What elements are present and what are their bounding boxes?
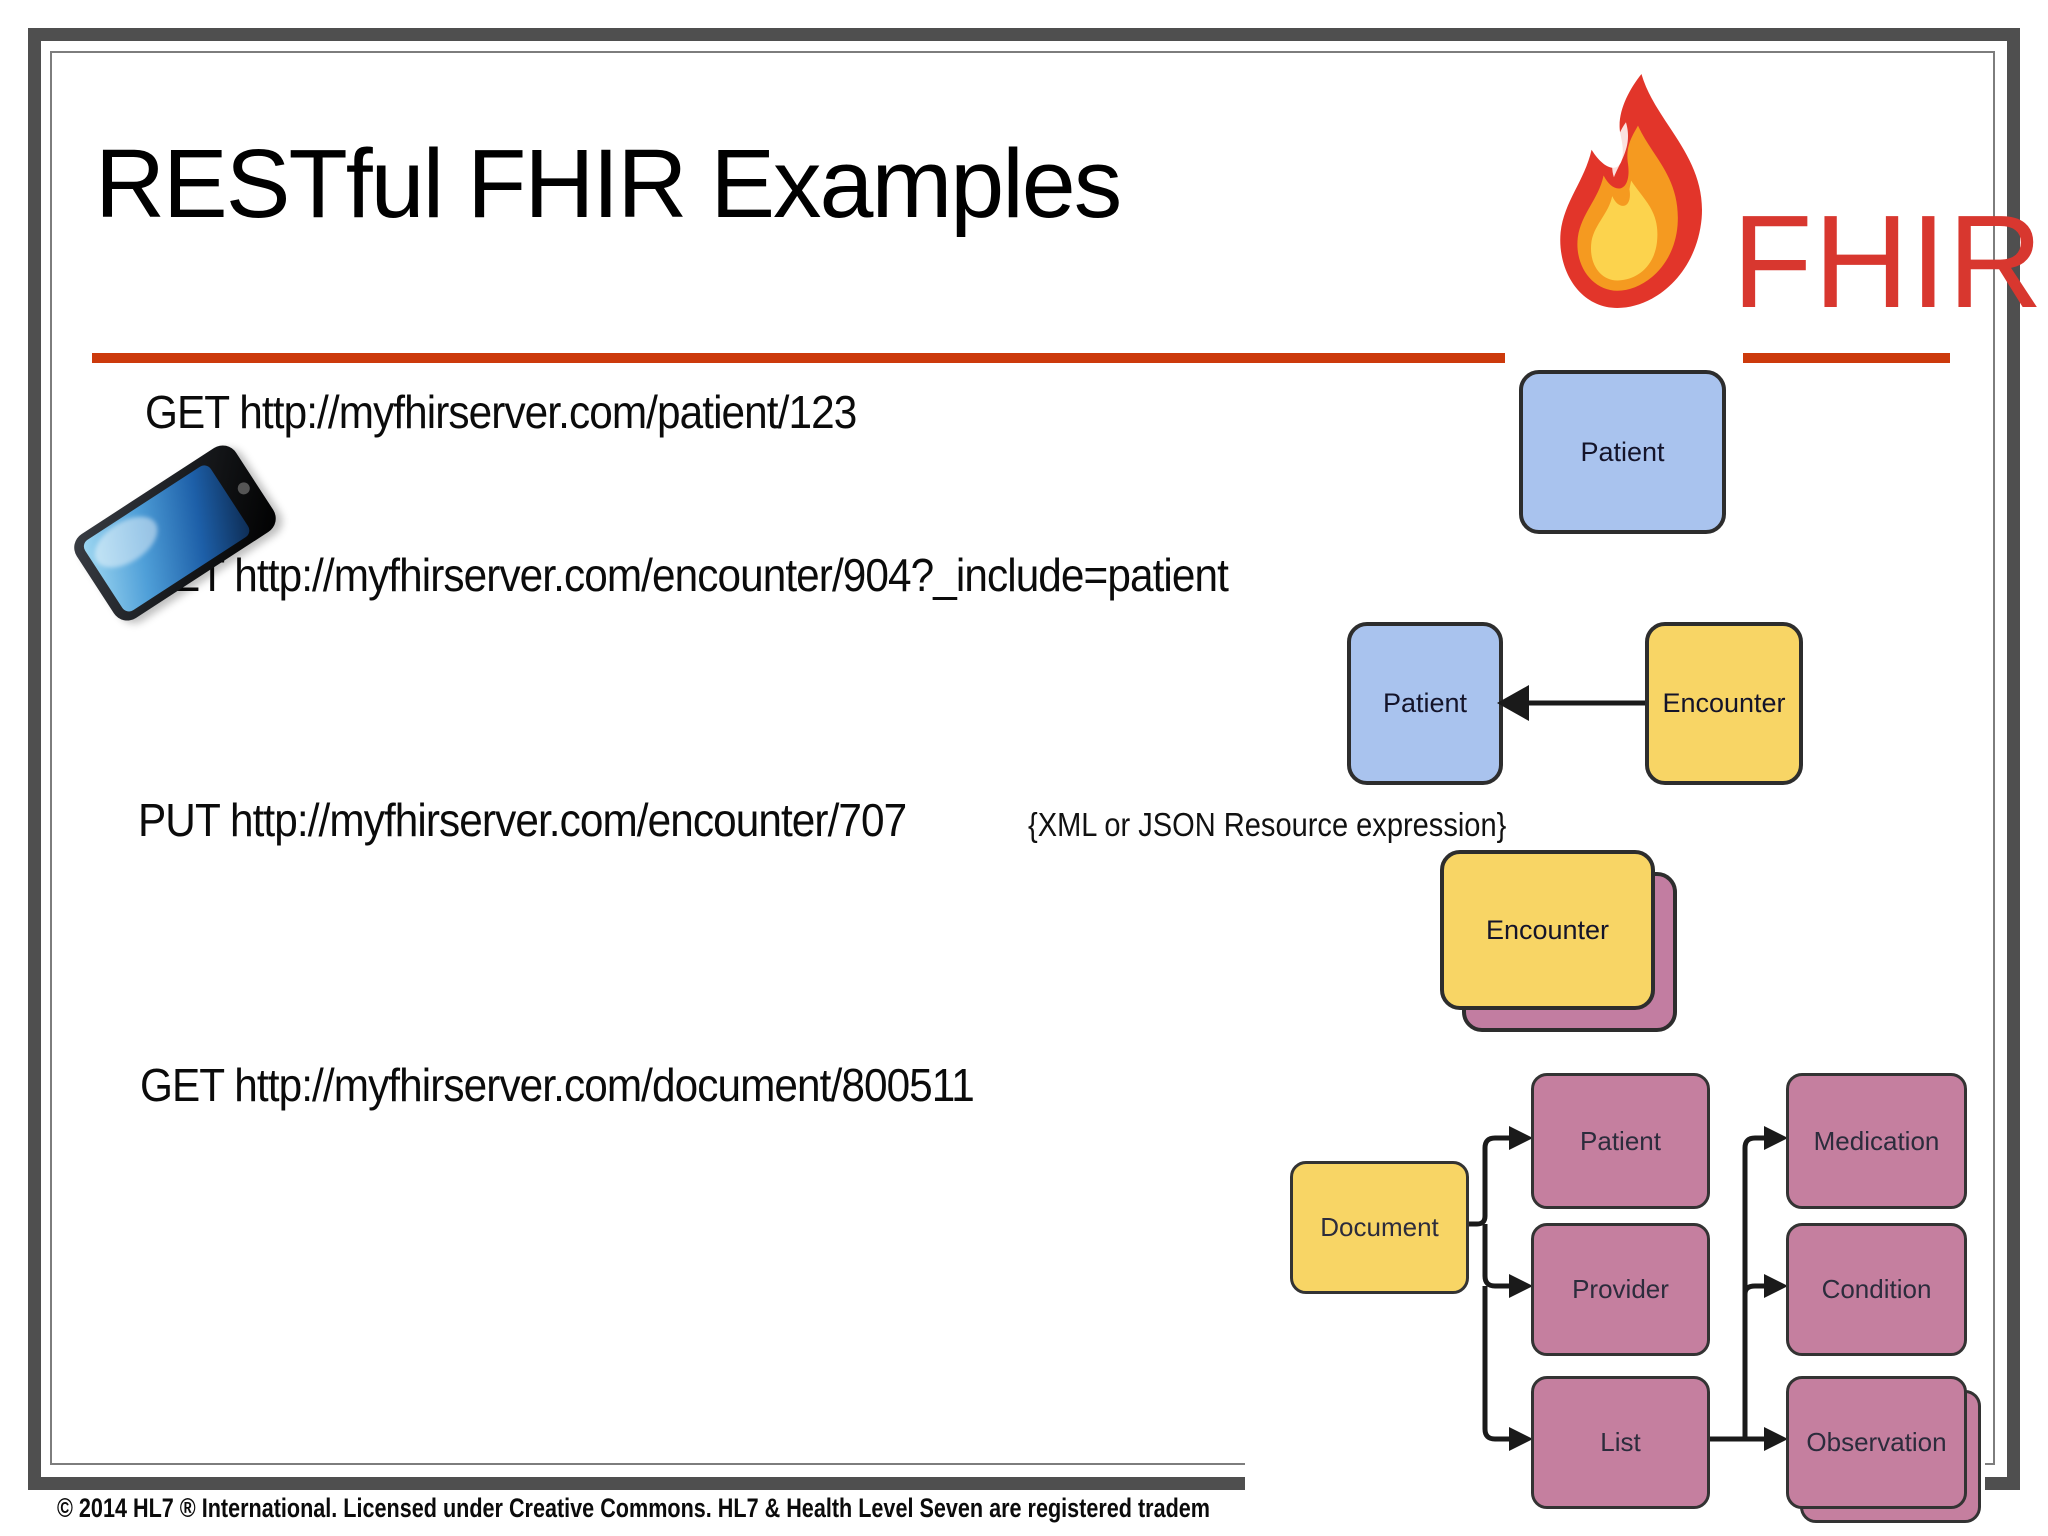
request-get-patient: GET http://myfhirserver.com/patient/123 [145, 386, 857, 438]
request-put-encounter: PUT http://myfhirserver.com/encounter/70… [138, 794, 907, 846]
document-bundle-diagram: Document Patient Provider List Medicatio… [1245, 1056, 1985, 1536]
diagram-condition-label: Condition [1821, 1274, 1932, 1304]
diagram-list-box: List [1531, 1376, 1710, 1509]
request-get-encounter-include: GET http://myfhirserver.com/encounter/90… [140, 549, 1229, 601]
diagram-observation-label: Observation [1806, 1427, 1947, 1457]
encounter-linked-resource-box: Encounter [1645, 622, 1803, 785]
diagram-medication-label: Medication [1813, 1125, 1940, 1156]
smartphone-screen-glare [85, 506, 167, 578]
diagram-provider-box: Provider [1531, 1223, 1710, 1356]
request-get-document: GET http://myfhirserver.com/document/800… [140, 1059, 975, 1111]
put-body-annotation: {XML or JSON Resource expression} [1028, 806, 1507, 843]
diagram-provider-label: Provider [1572, 1274, 1669, 1304]
page-title: RESTful FHIR Examples [95, 129, 1122, 238]
smartphone-home-button [235, 480, 253, 497]
diagram-condition-box: Condition [1786, 1223, 1967, 1356]
patient-resource-label: Patient [1580, 436, 1665, 467]
diagram-connector-lines [1463, 1126, 1788, 1451]
title-divider-rule [92, 353, 1950, 363]
encounter-linked-label: Encounter [1662, 688, 1786, 718]
smartphone-image [68, 439, 282, 627]
diagram-patient-label: Patient [1580, 1125, 1661, 1156]
patient-linked-resource-box: Patient [1347, 622, 1503, 785]
diagram-document-box: Document [1290, 1161, 1469, 1294]
diagram-medication-box: Medication [1786, 1073, 1967, 1209]
fhir-logo-text: FHIR [1732, 188, 2044, 335]
patient-linked-label: Patient [1382, 688, 1468, 718]
diagram-list-label: List [1600, 1427, 1641, 1457]
patient-box-image-background: Patient [1505, 348, 1743, 548]
smartphone-screen [80, 462, 253, 615]
flame-icon [1560, 74, 1703, 308]
encounter-stack-front-box: Encounter [1440, 850, 1655, 1010]
copyright-footer: © 2014 HL7 ® International. Licensed und… [57, 1493, 1211, 1523]
diagram-patient-box: Patient [1531, 1073, 1710, 1209]
encounter-to-patient-arrow [1497, 685, 1645, 721]
diagram-observation-box: Observation [1786, 1376, 1967, 1509]
encounter-stack-label: Encounter [1485, 914, 1610, 945]
smartphone-body [68, 439, 282, 627]
patient-resource-box: Patient [1519, 370, 1726, 534]
diagram-document-label: Document [1320, 1212, 1439, 1242]
